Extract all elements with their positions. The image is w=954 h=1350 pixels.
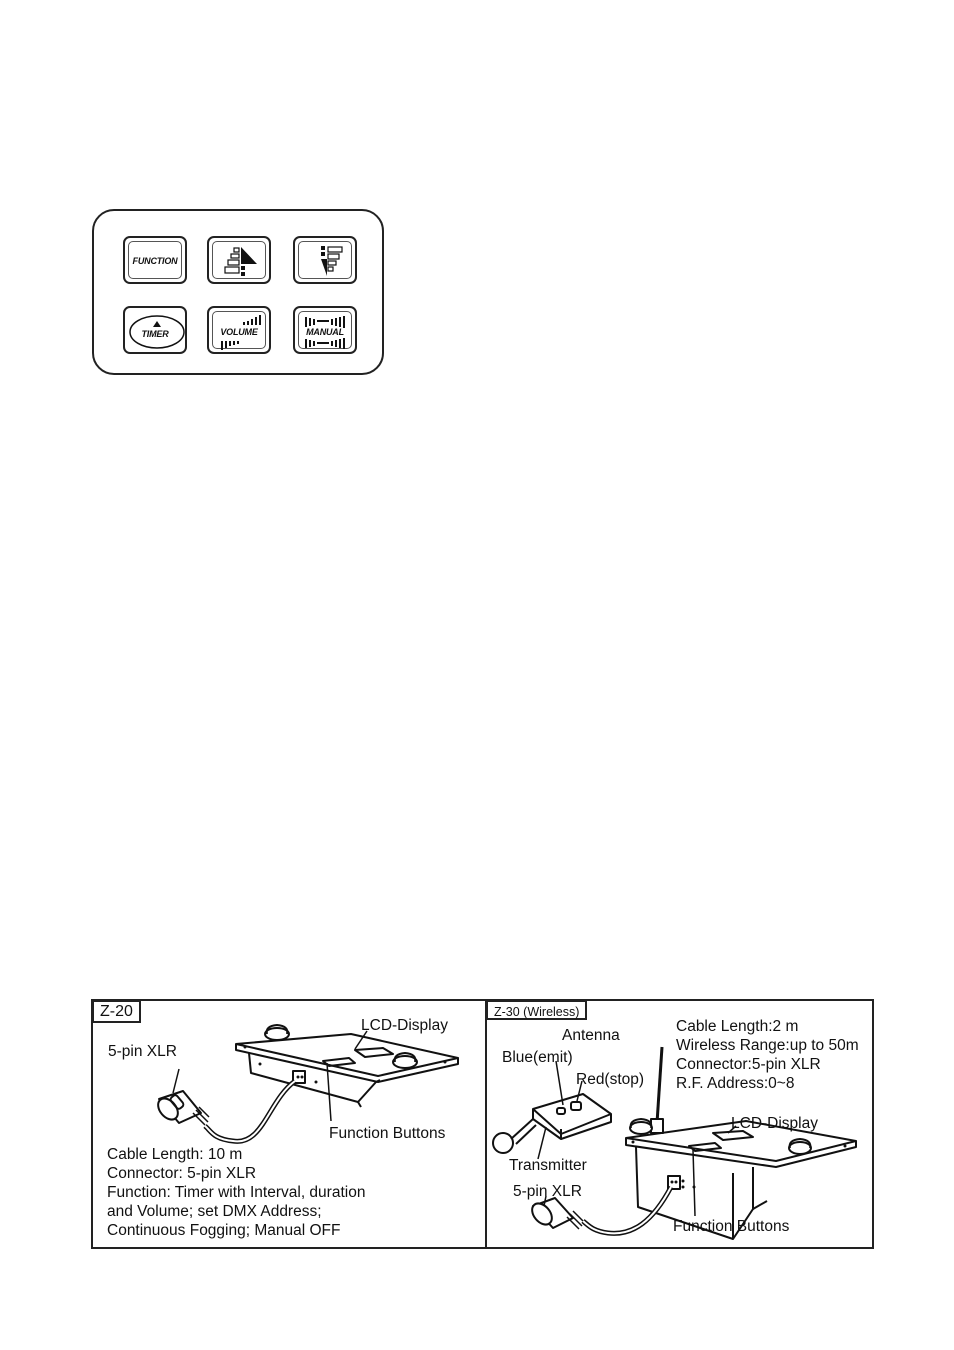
model-tag-z30: Z-30 (Wireless) [486, 1000, 588, 1020]
z30-label-transmitter: Transmitter [509, 1157, 587, 1174]
z30-spec-list: Cable Length:2 m Wireless Range:up to 50… [676, 1017, 859, 1093]
function-button-label: FUNCTION [132, 256, 178, 266]
z20-label-lcd: LCD-Display [361, 1017, 448, 1034]
manual-button-label: MANUAL [306, 327, 344, 337]
volume-button[interactable]: VOLUME [207, 306, 271, 354]
timer-button[interactable]: TIMER [123, 306, 187, 354]
z30-label-lcd: LCD-Display [731, 1115, 818, 1132]
z20-illustration [157, 1024, 459, 1144]
model-tag-z20: Z-20 [92, 1000, 141, 1023]
manual-button[interactable]: MANUAL [293, 306, 357, 354]
up-arrow-icon [224, 247, 257, 276]
control-panel: FUNCTION TIMER [92, 209, 384, 375]
product-figure: Z-20 [91, 999, 874, 1249]
z30-label-red: Red(stop) [576, 1071, 645, 1088]
z20-label-buttons: Function Buttons [329, 1125, 446, 1142]
manual-bars-icon [305, 316, 345, 349]
z20-spec-item: Cable Length: 10 m [107, 1146, 243, 1163]
z30-spec-item: R.F. Address:0~8 [676, 1075, 795, 1092]
z30-spec-item: Connector:5-pin XLR [676, 1056, 821, 1073]
z20-spec-item: Connector: 5-pin XLR [107, 1165, 257, 1182]
volume-level-icon [221, 315, 261, 350]
figure-divider [485, 1001, 487, 1247]
z30-spec-item: Wireless Range:up to 50m [676, 1037, 859, 1054]
z20-label-xlr: 5-pin XLR [108, 1043, 177, 1060]
z30-label-buttons: Function Buttons [673, 1218, 790, 1235]
z20-spec-item: Function: Timer with Interval, duration [107, 1184, 366, 1201]
z30-label-antenna: Antenna [562, 1027, 620, 1044]
z30-label-xlr: 5-pin XLR [513, 1183, 582, 1200]
z30-spec-item: Cable Length:2 m [676, 1018, 799, 1035]
z30-label-blue: Blue(emit) [502, 1049, 573, 1066]
function-button[interactable]: FUNCTION [123, 236, 187, 284]
z20-spec-item: Continuous Fogging; Manual OFF [107, 1222, 341, 1239]
volume-button-label: VOLUME [220, 327, 258, 337]
z30-illustration [492, 1046, 857, 1240]
down-arrow-icon [321, 246, 343, 276]
z20-spec-list: Cable Length: 10 m Connector: 5-pin XLR … [107, 1145, 365, 1240]
z20-spec-item: and Volume; set DMX Address; [107, 1203, 322, 1220]
up-button[interactable] [207, 236, 271, 284]
down-button[interactable] [293, 236, 357, 284]
timer-icon [129, 315, 185, 349]
timer-button-label: TIMER [141, 329, 169, 339]
